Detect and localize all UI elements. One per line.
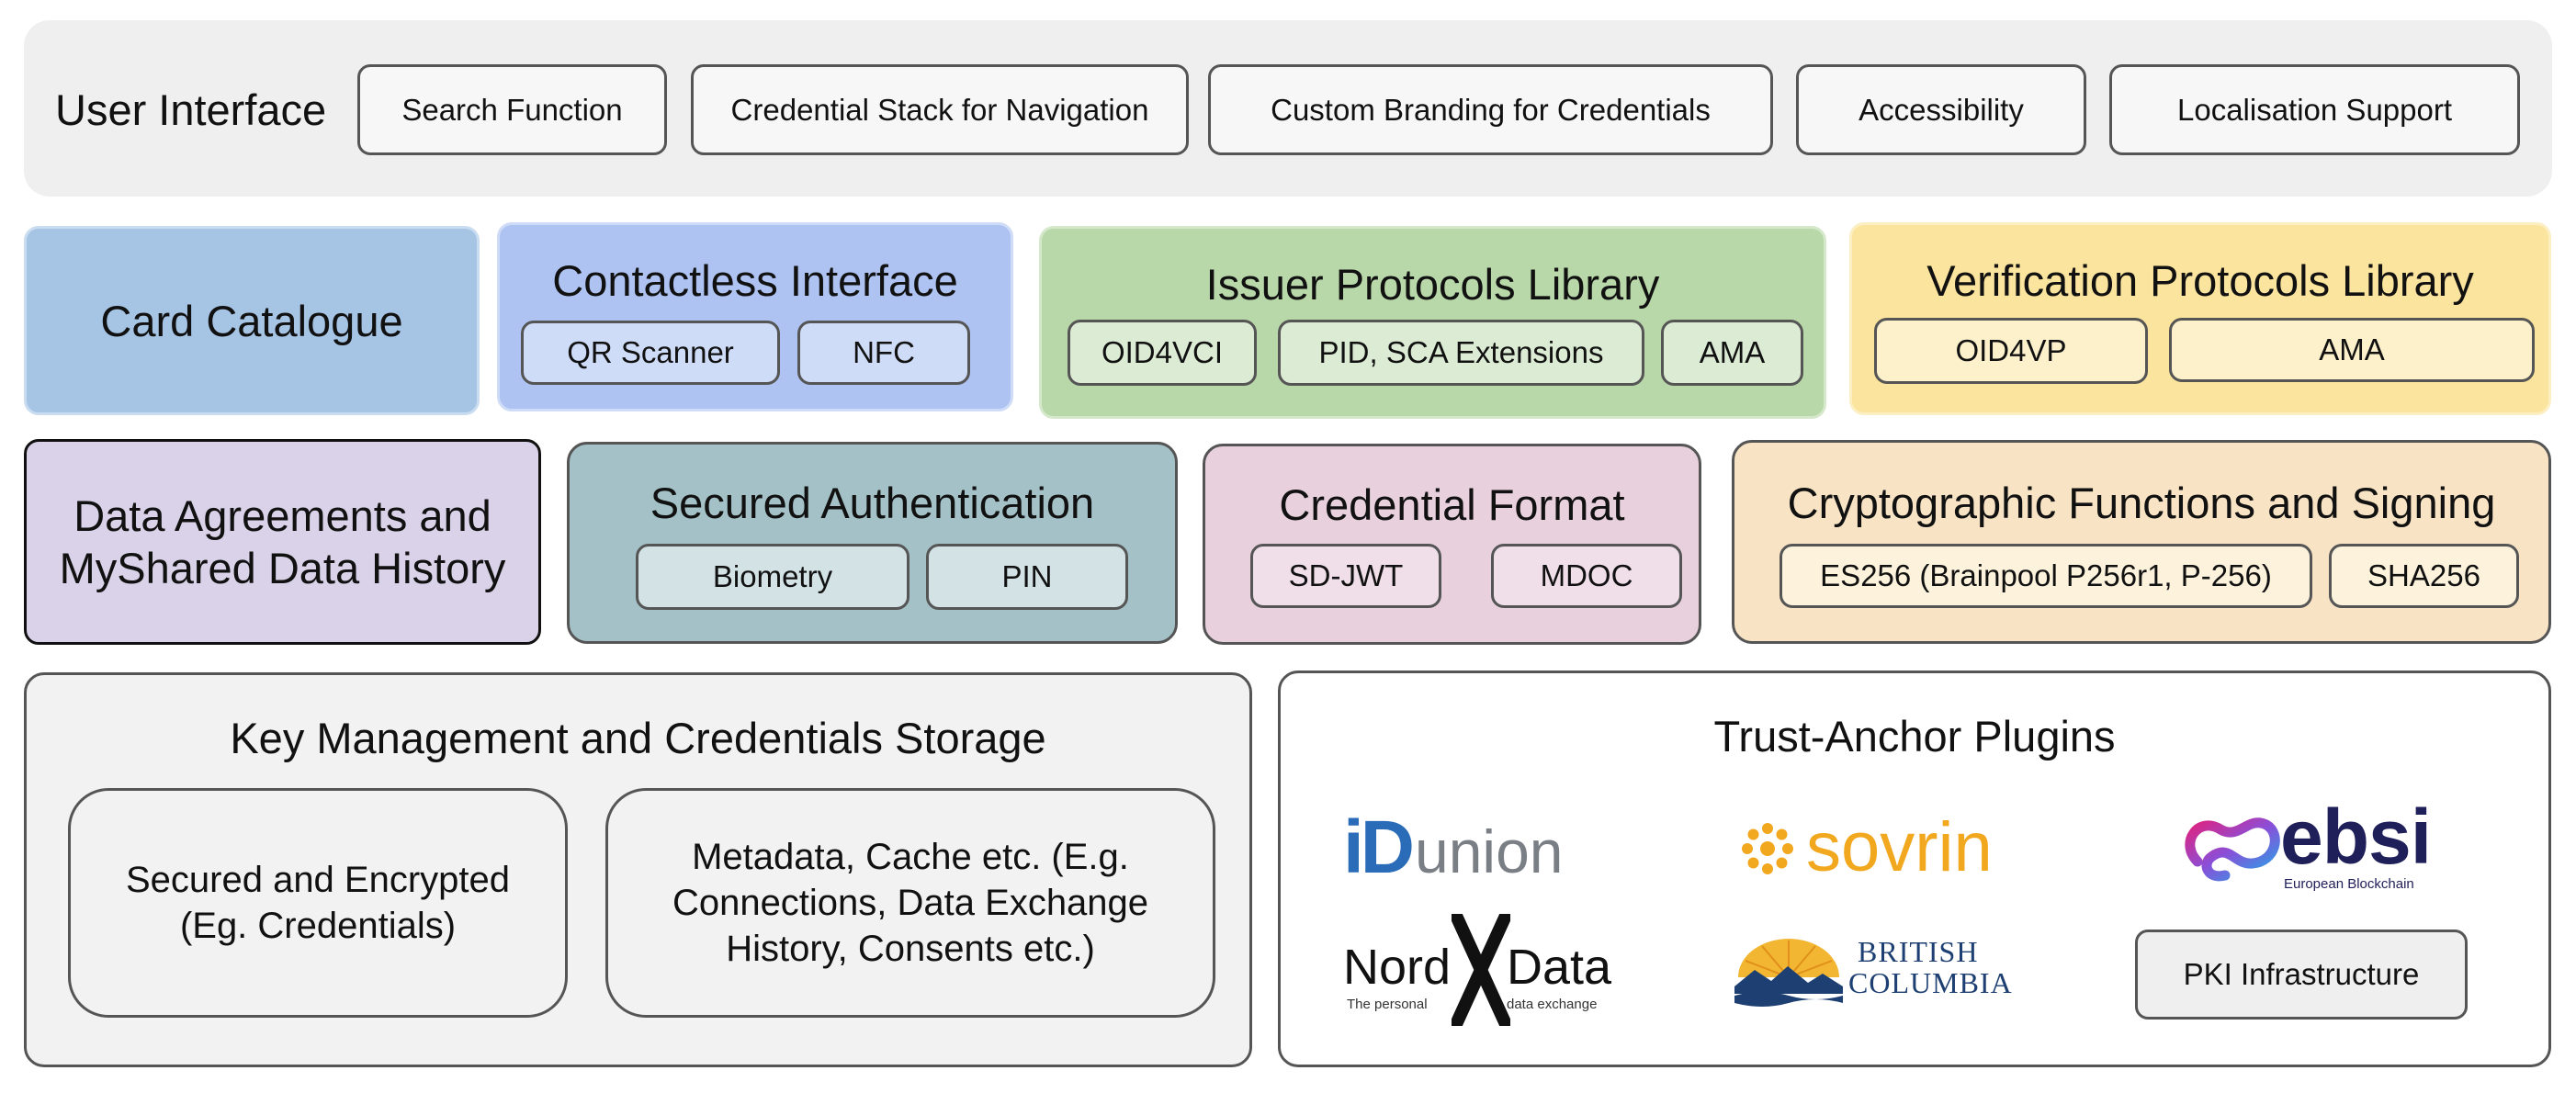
secured-authentication-title: Secured Authentication	[650, 478, 1095, 527]
secured-encrypted-label: Secured and Encrypted (Eg. Credentials)	[68, 788, 568, 1018]
secured-auth-biometry: Biometry	[636, 544, 910, 610]
pki-infrastructure: PKI Infrastructure	[2135, 930, 2468, 1020]
credential-format-sd-jwt: SD-JWT	[1250, 544, 1441, 608]
idunion-logo-word: union	[1415, 817, 1564, 885]
bc-logo-line1: BRITISH	[1858, 935, 1979, 968]
secured-authentication-block	[567, 442, 1178, 644]
verification-protocols-title: Verification Protocols Library	[1926, 255, 2474, 305]
contactless-nfc: NFC	[797, 321, 970, 385]
idunion-logo-id: iD	[1343, 806, 1415, 889]
ui-item-accessibility: Accessibility	[1796, 64, 2086, 155]
bc-sunset-icon	[1734, 939, 1843, 1007]
data-agreements-title-line2: MyShared Data History	[59, 544, 506, 592]
crypto-functions-block	[1732, 440, 2551, 644]
nordxdata-logo-nord: Nord	[1343, 940, 1452, 995]
secured-auth-pin: PIN	[926, 544, 1128, 610]
ebsi-logo: ebsi European Blockchain	[2179, 795, 2436, 902]
secured-encrypted-storage	[68, 788, 568, 1018]
ui-item-credential-stack: Credential Stack for Navigation	[691, 64, 1189, 155]
card-catalogue-block	[24, 226, 480, 415]
nordxdata-tag-right: data exchange	[1507, 997, 1598, 1012]
credential-format-mdoc: MDOC	[1491, 544, 1682, 608]
ui-item-custom-branding: Custom Branding for Credentials	[1208, 64, 1773, 155]
secured-encrypted-line1: Secured and Encrypted	[125, 860, 511, 900]
metadata-cache-line1: Metadata, Cache etc. (E.g.	[692, 837, 1129, 877]
key-management-title: Key Management and Credentials Storage	[230, 713, 1046, 762]
sovrin-logo: sovrin	[1736, 808, 2039, 887]
crypto-sha256: SHA256	[2329, 544, 2519, 608]
ui-item-localisation-support: Localisation Support	[2109, 64, 2520, 155]
secured-encrypted-line2: (Eg. Credentials)	[179, 906, 457, 946]
sovrin-flower-icon	[1742, 823, 1793, 874]
data-agreements-title: Data Agreements and MyShared Data Histor…	[24, 439, 541, 645]
verification-ama: AMA	[2169, 318, 2535, 382]
british-columbia-logo: BRITISH COLUMBIA	[1734, 933, 2028, 1010]
crypto-functions-title: Cryptographic Functions and Signing	[1787, 478, 2496, 527]
sovrin-logo-word: sovrin	[1806, 808, 1993, 886]
issuer-protocols-title: Issuer Protocols Library	[1205, 259, 1660, 309]
contactless-title: Contactless Interface	[552, 255, 958, 305]
crypto-es256: ES256 (Brainpool P256r1, P-256)	[1779, 544, 2312, 608]
metadata-cache-line2: Connections, Data Exchange	[672, 883, 1149, 923]
idunion-logo: iD union	[1343, 808, 1610, 887]
issuer-pid-sca-extensions: PID, SCA Extensions	[1278, 320, 1644, 386]
ui-item-search-function: Search Function	[357, 64, 667, 155]
nordxdata-tag-left: The personal	[1347, 997, 1428, 1012]
issuer-oid4vci: OID4VCI	[1068, 320, 1257, 386]
metadata-cache-label: Metadata, Cache etc. (E.g. Connections, …	[605, 788, 1215, 1018]
nordxdata-logo-data: Data	[1507, 940, 1612, 995]
issuer-ama: AMA	[1661, 320, 1803, 386]
contactless-qr-scanner: QR Scanner	[521, 321, 780, 385]
ebsi-logo-word: ebsi	[2280, 794, 2432, 880]
ebsi-logo-tagline: European Blockchain	[2284, 876, 2414, 892]
verification-oid4vp: OID4VP	[1874, 318, 2148, 384]
trust-anchor-title: Trust-Anchor Plugins	[1713, 711, 2116, 761]
ebsi-ribbon-icon	[2185, 817, 2280, 882]
data-agreements-title-line1: Data Agreements and	[73, 490, 491, 540]
nordxdata-x-icon	[1452, 914, 1510, 1026]
nordxdata-logo: Nord Data The personal data exchange	[1343, 914, 1619, 1026]
user-interface-title: User Interface	[55, 85, 327, 134]
metadata-cache-line3: History, Consents etc.)	[726, 929, 1095, 969]
metadata-cache-storage	[605, 788, 1215, 1018]
card-catalogue-title: Card Catalogue	[100, 296, 403, 345]
data-agreements-block	[24, 439, 541, 645]
bc-logo-line2: COLUMBIA	[1848, 966, 2013, 999]
credential-format-title: Credential Format	[1279, 479, 1625, 529]
